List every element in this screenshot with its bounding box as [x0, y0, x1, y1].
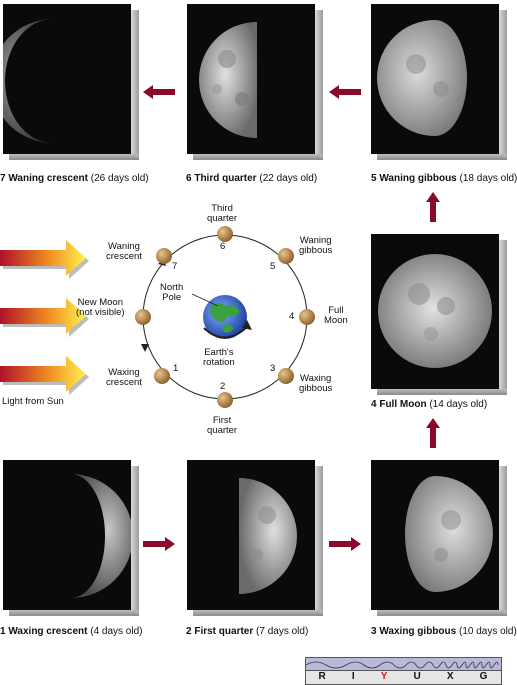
orbit-number-2: 2 [220, 381, 226, 392]
orbit-arrow-icon [141, 344, 149, 352]
arrow-right-bottom-left [143, 537, 175, 551]
label-full-moon: Full Moon [324, 305, 348, 326]
moon-waxing-gibbous-image [405, 476, 493, 592]
spectrum-bar: R I Y U X G [305, 657, 502, 685]
caption-number: 6 [186, 173, 192, 184]
moon-position-3 [278, 368, 294, 384]
caption-number: 4 [371, 399, 377, 410]
north-pole-pointer [191, 293, 219, 307]
orbit-number-5: 5 [270, 261, 276, 272]
caption-number: 1 [0, 626, 6, 637]
moon-first-quarter-image [239, 478, 297, 594]
label-waxing-gibbous: Waxing gibbous [299, 373, 333, 394]
moon-position-2 [217, 392, 233, 408]
moon-position-4 [299, 309, 315, 325]
caption-age: (26 days old) [90, 173, 149, 184]
moon-waxing-crescent-image [71, 474, 131, 598]
caption-age: (22 days old) [259, 173, 318, 184]
caption-full-moon: 4 Full Moon (14 days old) [371, 399, 487, 410]
spectrum-letter-r: R [318, 671, 327, 682]
label-third-quarter: Third quarter [207, 203, 238, 224]
rotation-arrowhead-icon [242, 320, 252, 330]
sun-arrow-2 [0, 298, 89, 337]
caption-age: (14 days old) [429, 399, 488, 410]
arrow-up-upper [426, 192, 440, 222]
wave-icon [305, 661, 499, 669]
orbit-number-7: 7 [172, 261, 178, 272]
label-first-quarter: First quarter [207, 415, 238, 436]
rotation-arrow-icon [203, 325, 249, 339]
label-earths-rotation: Earth's rotation [203, 347, 235, 368]
caption-number: 7 [0, 173, 6, 184]
caption-age: (4 days old) [90, 626, 143, 637]
spectrum-wave [305, 658, 501, 671]
caption-waxing-gibbous: 3 Waxing gibbous (10 days old) [371, 626, 517, 637]
sunlight-arrows [0, 240, 89, 395]
label-waning-gibbous: Waning gibbous [299, 235, 333, 256]
orbit-diagram [135, 226, 315, 408]
spectrum-letter-y: Y [380, 671, 389, 682]
earth-icon [203, 295, 247, 339]
moon-waning-gibbous-image [377, 20, 467, 136]
label-waxing-crescent: Waxing crescent [106, 367, 142, 388]
caption-age: (7 days old) [256, 626, 309, 637]
caption-number: 3 [371, 626, 377, 637]
moon-position-7 [156, 248, 172, 264]
label-north-pole: North Pole [160, 282, 184, 303]
caption-number: 2 [186, 626, 192, 637]
caption-name: Waning crescent [8, 173, 88, 184]
spectrum-letters: R I Y U X G [306, 671, 501, 683]
sun-arrow-3 [0, 356, 89, 395]
caption-name: Full Moon [379, 399, 427, 410]
moon-position-1 [154, 368, 170, 384]
moon-full-image [378, 254, 492, 368]
moon-waning-crescent-image [3, 19, 53, 143]
caption-age: (10 days old) [458, 626, 517, 637]
arrow-right-bottom-right [329, 537, 361, 551]
arrow-left-top-left [329, 85, 361, 99]
moon-position-5 [278, 248, 294, 264]
moon-third-quarter-image [199, 22, 257, 138]
caption-name: Waning gibbous [379, 173, 457, 184]
caption-waning-gibbous: 5 Waning gibbous (18 days old) [371, 173, 517, 184]
label-new-moon: New Moon (not visible) [76, 297, 125, 318]
arrow-up-lower [426, 418, 440, 448]
orbit-number-1: 1 [173, 363, 179, 374]
moon-position-new [135, 309, 151, 325]
caption-waxing-crescent: 1 Waxing crescent (4 days old) [0, 626, 142, 637]
caption-name: Waxing crescent [8, 626, 88, 637]
spectrum-letter-i: I [351, 671, 356, 682]
label-waning-crescent: Waning crescent [106, 241, 142, 262]
sunlight-label: Light from Sun [2, 396, 64, 407]
orbit-number-3: 3 [270, 363, 276, 374]
caption-name: First quarter [194, 626, 254, 637]
orbit-number-4: 4 [289, 311, 295, 322]
caption-name: Third quarter [194, 173, 257, 184]
arrow-left-top-right [143, 85, 175, 99]
orbit-number-6: 6 [220, 241, 226, 252]
spectrum-letter-x: X [446, 671, 455, 682]
caption-third-quarter: 6 Third quarter (22 days old) [186, 173, 317, 184]
caption-waning-crescent: 7 Waning crescent (26 days old) [0, 173, 149, 184]
caption-name: Waxing gibbous [379, 626, 457, 637]
caption-first-quarter: 2 First quarter (7 days old) [186, 626, 308, 637]
sun-arrow-1 [0, 240, 89, 279]
caption-number: 5 [371, 173, 377, 184]
moon-position-6 [217, 226, 233, 242]
spectrum-letter-g: G [479, 671, 489, 682]
spectrum-letter-u: U [413, 671, 422, 682]
caption-age: (18 days old) [459, 173, 517, 184]
